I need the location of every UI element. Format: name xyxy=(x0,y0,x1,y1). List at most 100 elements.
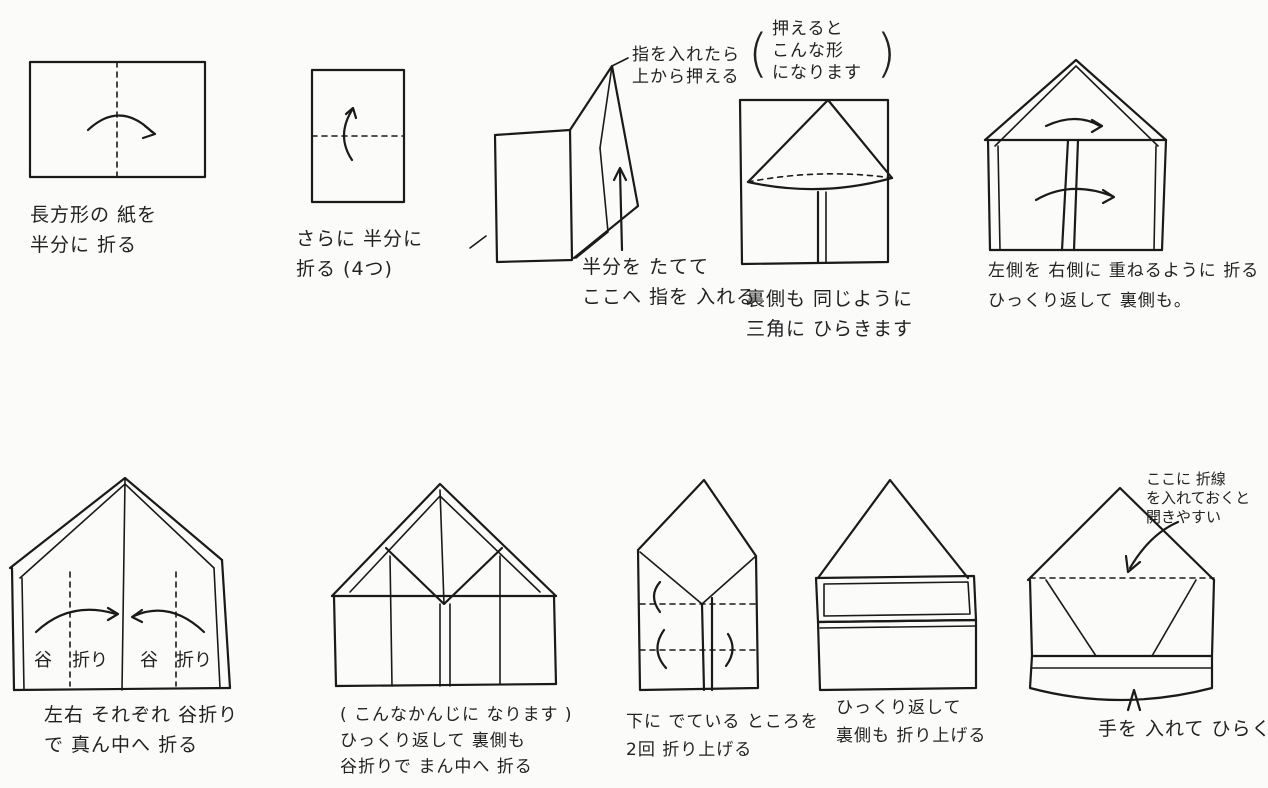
step6-left-wall xyxy=(10,566,16,692)
step7-roof-inner xyxy=(349,495,541,593)
step5-caption-line1: 左側を 右側に 重ねるように 折る xyxy=(988,261,1260,281)
step5-left-wall xyxy=(986,138,992,252)
step3-note-leader xyxy=(611,57,629,67)
step3-caption: 半分を たてて ここへ 指を 入れる xyxy=(582,252,756,312)
step3-note-line1: 指を入れたら xyxy=(632,45,740,65)
step3-flap-inner xyxy=(575,147,609,259)
step4-note-paren-left: ( xyxy=(748,24,769,84)
step6-caption-line2: で 真ん中へ 折る xyxy=(44,734,199,756)
step5-caption-line2: ひっくり返して 裏側も。 xyxy=(988,291,1192,311)
step7-center xyxy=(439,489,445,605)
step1-caption-line2: 半分に 折る xyxy=(30,234,138,256)
step6-diagram xyxy=(8,476,232,692)
step4-note-line3: になります xyxy=(772,63,862,83)
step7-bottom xyxy=(334,682,558,688)
step3-note-line2: 上から押える xyxy=(632,67,740,87)
step5-arrowhead-top xyxy=(1090,118,1104,134)
step8-inner-v xyxy=(639,551,757,605)
step1-caption-line1: 長方形の 紙を xyxy=(30,204,158,226)
step7-caption-line3: 谷折りで まん中へ 折る xyxy=(340,757,533,777)
step6-roof xyxy=(8,476,224,570)
step10-note-line2: を入れておくと xyxy=(1146,489,1251,507)
step2-caption-line2: 折る (4つ) xyxy=(296,258,393,280)
step8-diagram xyxy=(636,478,760,692)
step1-diagram xyxy=(28,60,207,179)
step9-caption-line1: ひっくり返して xyxy=(836,698,962,718)
step10-note-arrow xyxy=(1128,520,1180,570)
step9-band-1-inner xyxy=(823,581,971,617)
step10-caption: 手を 入れて ひらく xyxy=(1098,714,1268,744)
step8-caption-line1: 下に でている ところを xyxy=(626,712,819,732)
step3-up-arrow-shaft xyxy=(618,168,624,252)
step1-arrowhead xyxy=(141,124,157,140)
step9-band-2 xyxy=(819,625,977,629)
step6-arrow-left xyxy=(34,608,118,634)
step6-label-valley-right: 谷 xyxy=(140,650,158,671)
step6-arrowhead-right xyxy=(130,608,144,624)
step6-center xyxy=(121,479,126,691)
step7-panel-1 xyxy=(389,555,393,687)
step10-roof xyxy=(1026,486,1216,582)
step2-diagram xyxy=(310,68,406,204)
step5-arrowhead-bottom xyxy=(1101,188,1116,205)
step5-roof xyxy=(983,58,1168,142)
step5-center-2 xyxy=(1072,138,1080,252)
step5-right-wall xyxy=(1160,138,1168,252)
step9-diagram xyxy=(814,478,978,692)
step8-caption-line2: 2回 折り上げる xyxy=(626,740,753,760)
step2-arrowhead xyxy=(344,106,358,120)
step6-label-valley-left: 谷 xyxy=(34,650,52,671)
step4-base-hidden xyxy=(747,173,893,183)
step10-brim xyxy=(1028,654,1214,702)
step6-arrowhead-left xyxy=(106,606,120,622)
step5-center-1 xyxy=(1060,138,1070,252)
step10-note: ここに 折線 を入れておくと 開きやすい xyxy=(1146,470,1250,527)
step4-triangle xyxy=(746,98,894,184)
step9-roof xyxy=(816,478,970,580)
step7-caption-line1: ( こんなかんじに なります ) xyxy=(340,705,573,725)
step3-diagram xyxy=(469,57,640,264)
step10-diagram xyxy=(1026,486,1216,712)
step4-base-curve xyxy=(746,176,894,191)
step4-caption-line2: 三角に ひらきます xyxy=(746,318,914,340)
step10-hand-arrow xyxy=(1126,688,1142,712)
step9-caption-line2: 裏側も 折り上げる xyxy=(836,726,987,746)
step10-folds xyxy=(1045,579,1197,657)
step6-roof-inner xyxy=(19,483,215,579)
step6-label-fold-left: 折り xyxy=(72,650,108,671)
step3-caption-line1: 半分を たてて xyxy=(582,256,710,278)
step7-caption-line2: ひっくり返して 裏側も xyxy=(340,731,526,751)
step3-caption-line2: ここへ 指を 入れる xyxy=(582,286,757,308)
step5-left-wall-2 xyxy=(997,145,1001,251)
step10-caption-line1: 手を 入れて ひらく xyxy=(1098,718,1268,740)
step10-body xyxy=(1028,578,1216,658)
step4-note-paren-right: ) xyxy=(876,24,897,84)
step6-right-wall-2 xyxy=(213,567,221,689)
step7-right-wall xyxy=(552,594,558,686)
step6-right-wall xyxy=(220,558,232,690)
step3-flap-edge xyxy=(599,65,613,149)
step8-caption: 下に でている ところを 2回 折り上げる xyxy=(626,708,819,764)
step7-diagram xyxy=(330,482,558,688)
step7-left-wall xyxy=(332,594,338,688)
step4-caption: 裏側も 同じように 三角に ひらきます xyxy=(746,284,913,344)
step4-note-line1: 押えると xyxy=(772,19,844,39)
step6-caption-line1: 左右 それぞれ 谷折り xyxy=(44,704,239,726)
step2-fold-arrow xyxy=(342,108,354,162)
step10-note-line3: 開きやすい xyxy=(1146,508,1222,526)
step7-caption: ( こんなかんじに なります ) ひっくり返して 裏側も 谷折りで まん中へ 折… xyxy=(340,702,572,780)
step5-roof-inner xyxy=(994,65,1159,147)
step8-arrow-1 xyxy=(652,580,662,614)
step5-caption: 左側を 右側に 重ねるように 折る ひっくり返して 裏側も。 xyxy=(988,256,1259,316)
step1-paper-rect xyxy=(28,60,207,179)
step4-note-line2: こんな形 xyxy=(772,41,844,61)
step6-left-wall-2 xyxy=(21,577,25,691)
step5-diagram xyxy=(983,58,1168,252)
step6-caption: 左右 それぞれ 谷折り で 真ん中へ 折る xyxy=(44,700,238,760)
step3-up-arrowhead xyxy=(612,166,628,182)
step3-mark xyxy=(469,235,487,249)
step8-center xyxy=(700,602,706,692)
step2-caption-line1: さらに 半分に xyxy=(296,228,424,250)
